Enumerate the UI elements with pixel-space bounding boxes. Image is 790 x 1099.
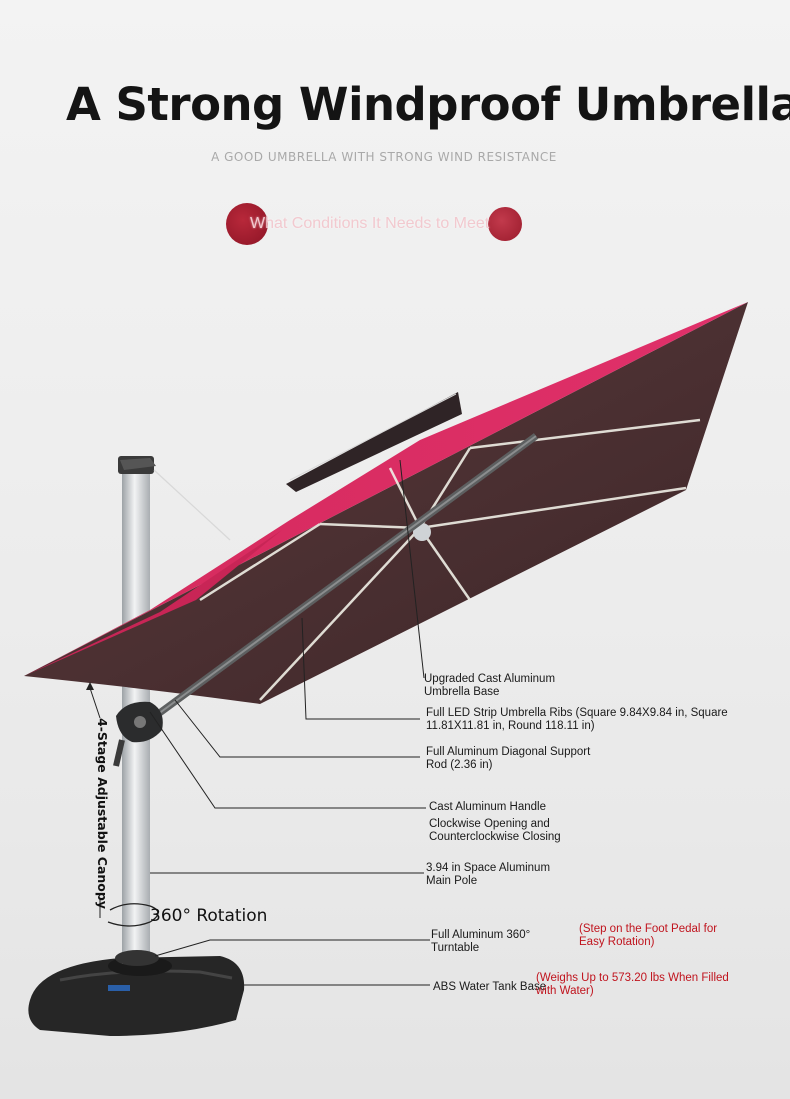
led-ribs: [199, 418, 701, 701]
rotation-label: 360° Rotation: [150, 906, 268, 926]
leader-lines: [149, 459, 430, 986]
section-pill: What Conditions It Needs to Meet: [226, 203, 522, 245]
cast-aluminum-handle: [113, 701, 163, 767]
page-title: A Strong Windproof Umbrella: [66, 78, 790, 131]
turntable: [115, 950, 159, 966]
label-turntable: Full Aluminum 360°Turntable: [431, 929, 531, 954]
rotation-arrow-icon: [107, 903, 159, 927]
water-tank-base: [28, 956, 245, 1036]
red-circle-icon: [226, 203, 268, 245]
canopy-adjust-label: 4-Stage Adjustable Canopy: [95, 718, 110, 909]
red-circle-icon: [488, 207, 522, 241]
canopy-underside: [24, 302, 748, 704]
label-led-ribs: Full LED Strip Umbrella Ribs (Square 9.8…: [426, 707, 728, 732]
page-subtitle: A GOOD UMBRELLA WITH STRONG WIND RESISTA…: [211, 150, 557, 164]
pill-text: What Conditions It Needs to Meet: [250, 215, 490, 232]
label-water-base: ABS Water Tank Base: [433, 981, 547, 993]
label-handle: Cast Aluminum Handle: [429, 801, 546, 813]
